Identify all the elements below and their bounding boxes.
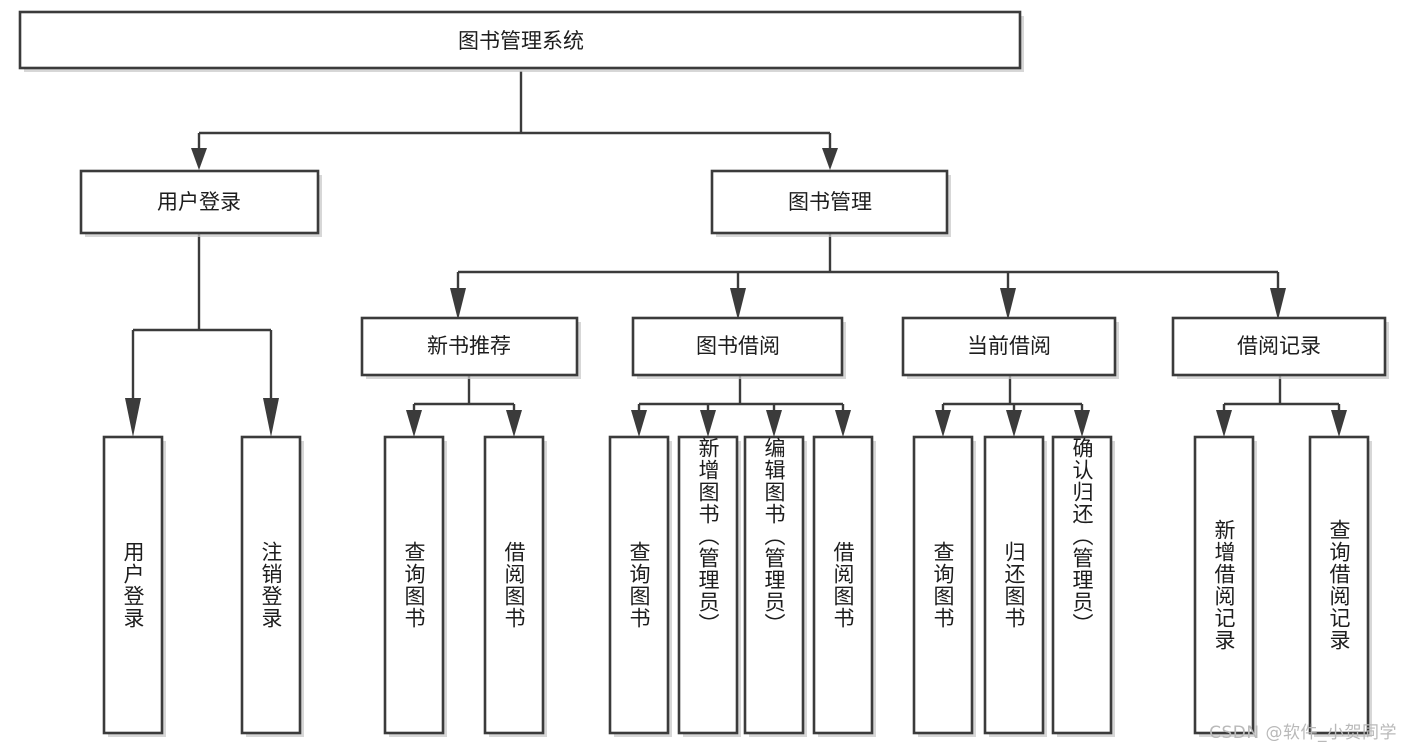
arrow-br-1	[1216, 410, 1232, 437]
node-leaf-bb-3[interactable]	[743, 435, 807, 737]
node-book-borrow-label: 图书借阅	[696, 334, 780, 358]
arrow-bb-4	[835, 410, 851, 437]
node-leaf-bb-2[interactable]	[677, 435, 741, 737]
node-user-login-box	[79, 169, 320, 235]
node-current-borrow[interactable]: 当前借阅	[901, 316, 1119, 379]
arrow-cb-3	[1074, 410, 1090, 437]
arrow-ul-1	[125, 398, 141, 437]
node-root-box	[18, 10, 1022, 70]
node-leaf-cb-2[interactable]	[983, 435, 1047, 737]
node-leaf-bb-4-box	[812, 435, 874, 735]
arrow-l3-4	[1270, 288, 1286, 320]
arrow-user-login	[191, 148, 207, 170]
node-borrow-record[interactable]: 借阅记录	[1171, 316, 1389, 379]
arrow-cb-1	[935, 410, 951, 437]
node-leaf-cb-3[interactable]	[1051, 435, 1115, 737]
node-leaf-cb-1-box	[912, 435, 974, 735]
arrow-bb-3	[766, 410, 782, 437]
nodes-layer: 图书管理系统 用户登录 图书管理 新书推荐	[18, 10, 1389, 737]
arrow-l3-2	[730, 288, 746, 320]
node-user-login[interactable]: 用户登录	[79, 169, 322, 237]
arrow-ul-2	[263, 398, 279, 437]
node-leaf-bb-4[interactable]	[812, 435, 876, 737]
node-book-management[interactable]: 图书管理	[710, 169, 951, 237]
arrow-nb-1	[406, 410, 422, 437]
node-current-borrow-label: 当前借阅	[967, 334, 1051, 358]
arrow-bb-1	[631, 410, 647, 437]
node-user-login-label: 用户登录	[157, 190, 241, 214]
arrow-cb-2	[1006, 410, 1022, 437]
node-book-management-box	[710, 169, 949, 235]
node-leaf-br-1-box	[1193, 435, 1255, 735]
node-borrow-record-box	[1171, 316, 1387, 377]
node-leaf-bb-1[interactable]	[608, 435, 672, 737]
node-current-borrow-box	[901, 316, 1117, 377]
node-book-borrow[interactable]: 图书借阅	[631, 316, 846, 379]
arrow-bb-2	[700, 410, 716, 437]
node-leaf-nb-2[interactable]	[483, 435, 547, 737]
node-leaf-cb-3-box	[1051, 435, 1113, 735]
node-book-management-label: 图书管理	[788, 190, 872, 214]
node-leaf-ul-1-box	[102, 435, 164, 735]
arrow-l3-3	[1000, 288, 1016, 320]
node-leaf-nb-1-box	[383, 435, 445, 735]
node-leaf-bb-1-box	[608, 435, 670, 735]
node-borrow-record-label: 借阅记录	[1237, 334, 1321, 358]
node-leaf-cb-2-box	[983, 435, 1045, 735]
node-book-borrow-box	[631, 316, 844, 377]
arrow-book-mgmt	[822, 148, 838, 170]
node-leaf-nb-1[interactable]	[383, 435, 447, 737]
node-leaf-nb-2-box	[483, 435, 545, 735]
node-leaf-bb-2-box	[677, 435, 739, 735]
node-leaf-ul-1[interactable]	[102, 435, 166, 737]
node-leaf-br-1[interactable]	[1193, 435, 1257, 737]
connectors-layer	[125, 71, 1347, 437]
node-leaf-ul-2-box	[240, 435, 302, 735]
node-leaf-ul-2[interactable]	[240, 435, 304, 737]
arrow-nb-2	[506, 410, 522, 437]
node-root[interactable]: 图书管理系统	[18, 10, 1024, 72]
node-leaf-br-2[interactable]	[1308, 435, 1372, 737]
node-leaf-bb-3-box	[743, 435, 805, 735]
node-new-book-recommend[interactable]: 新书推荐	[360, 316, 581, 379]
arrow-br-2	[1331, 410, 1347, 437]
node-leaf-br-2-box	[1308, 435, 1370, 735]
node-new-book-recommend-box	[360, 316, 579, 377]
arrow-l3-1	[450, 288, 466, 320]
node-new-book-recommend-label: 新书推荐	[427, 334, 511, 358]
node-leaf-cb-1[interactable]	[912, 435, 976, 737]
node-root-label: 图书管理系统	[458, 29, 584, 53]
